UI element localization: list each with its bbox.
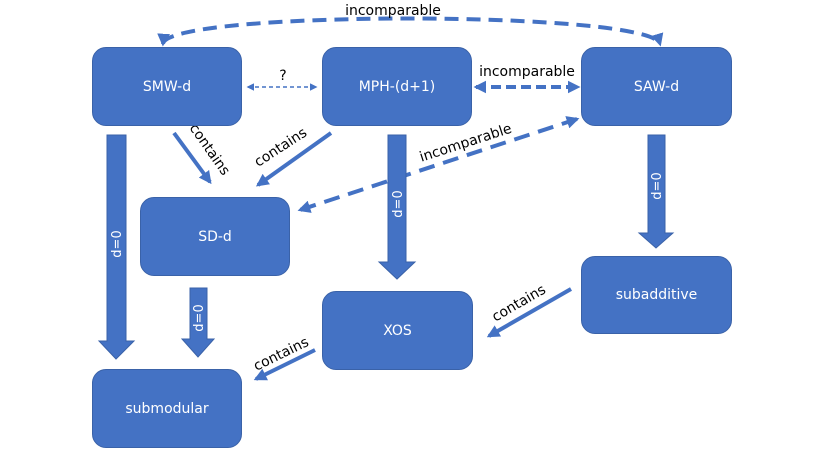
edge-saw-subadditive-block-arrow [637,134,675,249]
node-subadditive: subadditive [581,256,732,334]
edge-xos-submodular-contains [253,348,316,381]
edge-subadditive-xos-contains [486,287,572,338]
edge-label-saw-sub: d=0 [650,172,665,199]
edge-label-smw-smod: d=0 [110,230,125,257]
edge-smw-saw-incomparable [157,16,664,47]
edge-sd-submodular-block-arrow [180,287,216,358]
edge-mph-sd-contains [255,131,333,187]
edge-label-sd-smod: d=0 [192,304,207,331]
node-saw-d: SAW-d [581,47,732,126]
node-sd-d: SD-d [140,197,290,276]
edge-mph-xos-block-arrow [377,134,417,280]
edge-label-mph-sd: contains [252,125,310,171]
edge-saw-sd-incomparable [297,116,580,213]
node-smw-d: SMW-d [92,47,242,126]
node-xos: XOS [322,291,473,370]
edge-label-smw-mph: ? [279,68,286,84]
node-mph-d-plus-1: MPH-(d+1) [322,47,472,126]
edge-label-mph-xos: d=0 [391,190,406,217]
edge-smw-submodular-block-arrow [97,134,136,360]
edge-label-mph-saw: incomparable [479,64,575,80]
edge-smw-sd-contains [172,131,212,185]
edge-label-smw-saw: incomparable [345,3,441,19]
edge-label-smw-sd: contains [186,121,233,179]
node-submodular: submodular [92,369,242,448]
